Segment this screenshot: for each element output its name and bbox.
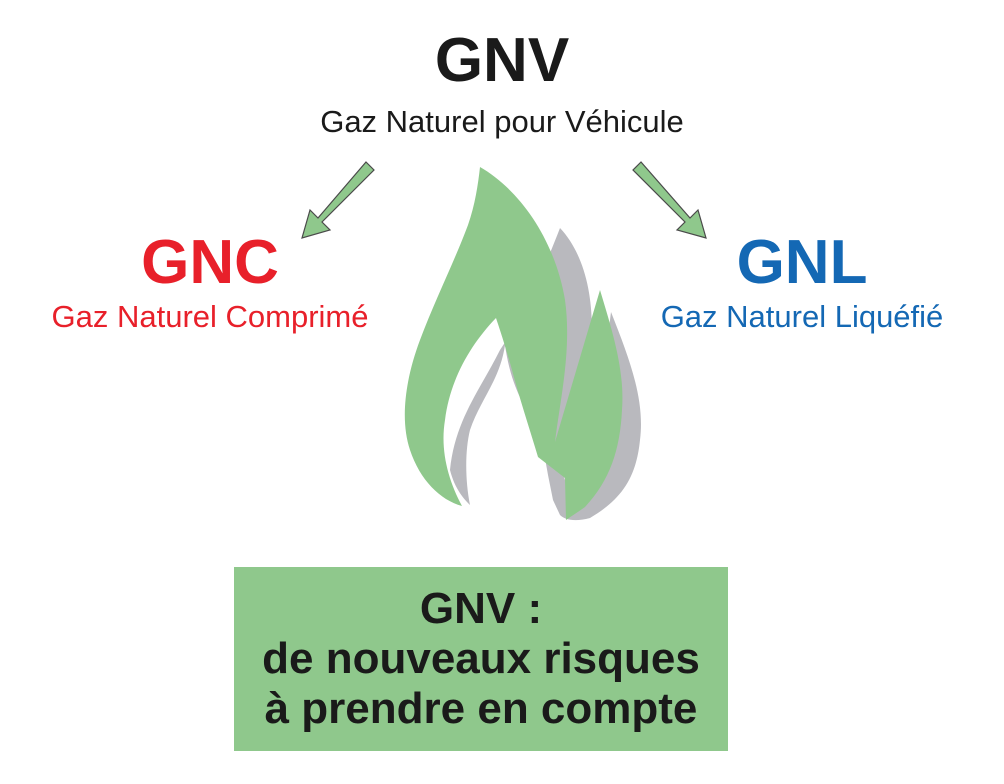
gnv-subtitle: Gaz Naturel pour Véhicule [320, 104, 684, 139]
gnl-title: GNL [736, 228, 868, 297]
gnc-subtitle: Gaz Naturel Comprimé [51, 299, 369, 334]
gnv-title: GNV [434, 26, 570, 95]
risk-banner: GNV : de nouveaux risques à prendre en c… [234, 567, 728, 751]
banner-line-title: GNV : [419, 584, 543, 633]
flame-icon [404, 167, 623, 520]
gnl-subtitle: Gaz Naturel Liquéfié [660, 299, 944, 334]
arrow-down-right-icon [632, 161, 707, 239]
gnc-title: GNC [141, 228, 279, 297]
arrow-down-left-icon [301, 161, 375, 239]
banner-line-3: à prendre en compte [264, 684, 698, 733]
banner-line-2: de nouveaux risques [262, 634, 700, 683]
